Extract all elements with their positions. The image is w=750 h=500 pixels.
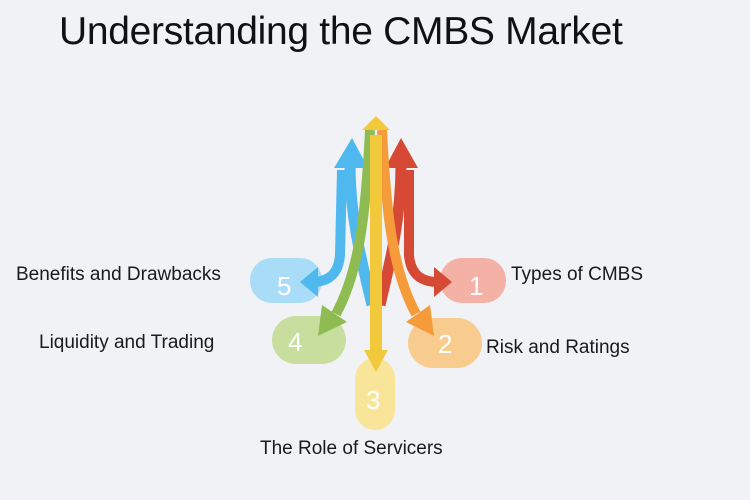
pill-1: 1 — [440, 258, 506, 303]
item-1-label: Types of CMBS — [511, 264, 643, 285]
arrow-2 — [377, 129, 434, 336]
item-3-number: 3 — [366, 385, 380, 415]
item-1-number: 1 — [469, 271, 483, 301]
item-2-label: Risk and Ratings — [486, 337, 630, 358]
item-3-label: The Role of Servicers — [260, 438, 443, 459]
pill-5: 5 — [250, 258, 322, 303]
item-4-number: 4 — [288, 327, 302, 357]
item-5-number: 5 — [277, 271, 291, 301]
item-4-label: Liquidity and Trading — [39, 332, 215, 353]
arrow-3 — [362, 116, 390, 372]
page-title: Understanding the CMBS Market — [59, 10, 623, 53]
pill-3: 3 — [355, 358, 395, 430]
item-5-label: Benefits and Drawbacks — [16, 264, 221, 285]
item-2-number: 2 — [438, 329, 452, 359]
arrow-4 — [318, 129, 375, 336]
